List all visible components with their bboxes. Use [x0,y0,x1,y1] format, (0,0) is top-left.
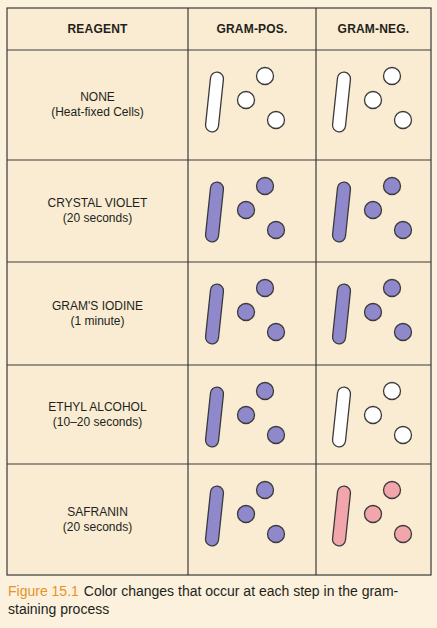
rod-cell [205,386,224,447]
table-frame [7,8,431,575]
coccus-cell [257,178,274,195]
rod-cell [332,71,351,132]
table-text: ETHYL ALCOHOL [48,400,146,415]
coccus-cell [384,68,401,85]
table-text: GRAM-POS. [216,22,287,37]
table-cell: SAFRANIN(20 seconds) [7,464,188,575]
coccus-cell [365,506,382,523]
rod-cell [205,485,224,546]
table-text: (10–20 seconds) [53,415,142,430]
coccus-cell [395,112,412,129]
bacteria-cells [205,178,285,243]
table-text: (20 seconds) [63,520,132,535]
coccus-cell [384,383,401,400]
rod-cell [205,181,224,242]
rod-cell [205,283,224,344]
bacteria-cells [205,482,285,547]
coccus-cell [268,427,285,444]
bacteria-cells [332,68,412,133]
coccus-cell [395,427,412,444]
column-rule [315,8,316,575]
figure-caption: Figure 15.1Color changes that occur at e… [8,582,430,618]
coccus-cell [384,482,401,499]
table-text: (1 minute) [70,314,124,329]
row-rule [7,261,431,262]
coccus-cell [257,383,274,400]
table-cell: GRAM-POS. [188,8,316,50]
rod-cell [332,386,351,447]
coccus-cell [365,202,382,219]
coccus-cell [238,92,255,109]
table-text: GRAM'S IODINE [52,299,143,314]
bacteria-cells [332,383,412,448]
table-text: (Heat-fixed Cells) [51,105,144,120]
coccus-cell [257,68,274,85]
coccus-cell [384,178,401,195]
bacteria-cells [332,482,412,547]
rod-cell [205,71,224,132]
bacteria-cells [205,383,285,448]
table-text: SAFRANIN [67,505,128,520]
coccus-cell [257,482,274,499]
table-cell: NONE(Heat-fixed Cells) [7,50,188,160]
coccus-cell [238,202,255,219]
bacteria-cells [332,178,412,243]
coccus-cell [238,407,255,424]
figure-number: Figure 15.1 [8,583,79,599]
column-rule [187,8,188,575]
bacteria-cells [205,280,285,345]
rod-cell [332,283,351,344]
coccus-cell [365,92,382,109]
table-text: NONE [80,90,115,105]
table-text: CRYSTAL VIOLET [48,196,148,211]
row-rule [7,364,431,365]
coccus-cell [268,324,285,341]
coccus-cell [384,280,401,297]
coccus-cell [395,526,412,543]
table-text: (20 seconds) [63,211,132,226]
table-text: REAGENT [67,22,127,37]
coccus-cell [238,506,255,523]
bacteria-cells [205,68,285,133]
table-text: GRAM-NEG. [338,22,410,37]
coccus-cell [268,526,285,543]
table-cell: ETHYL ALCOHOL(10–20 seconds) [7,365,188,464]
coccus-cell [268,112,285,129]
table-cell: GRAM'S IODINE(1 minute) [7,262,188,365]
table-cell: CRYSTAL VIOLET(20 seconds) [7,160,188,262]
coccus-cell [395,324,412,341]
coccus-cell [238,304,255,321]
coccus-cell [257,280,274,297]
table-cell: REAGENT [7,8,188,50]
rod-cell [332,181,351,242]
coccus-cell [395,222,412,239]
coccus-cell [365,407,382,424]
row-rule [7,159,431,160]
row-rule [7,463,431,464]
coccus-cell [365,304,382,321]
coccus-cell [268,222,285,239]
table-cell: GRAM-NEG. [316,8,431,50]
rod-cell [332,485,351,546]
row-rule [7,49,431,50]
bacteria-cells [332,280,412,345]
